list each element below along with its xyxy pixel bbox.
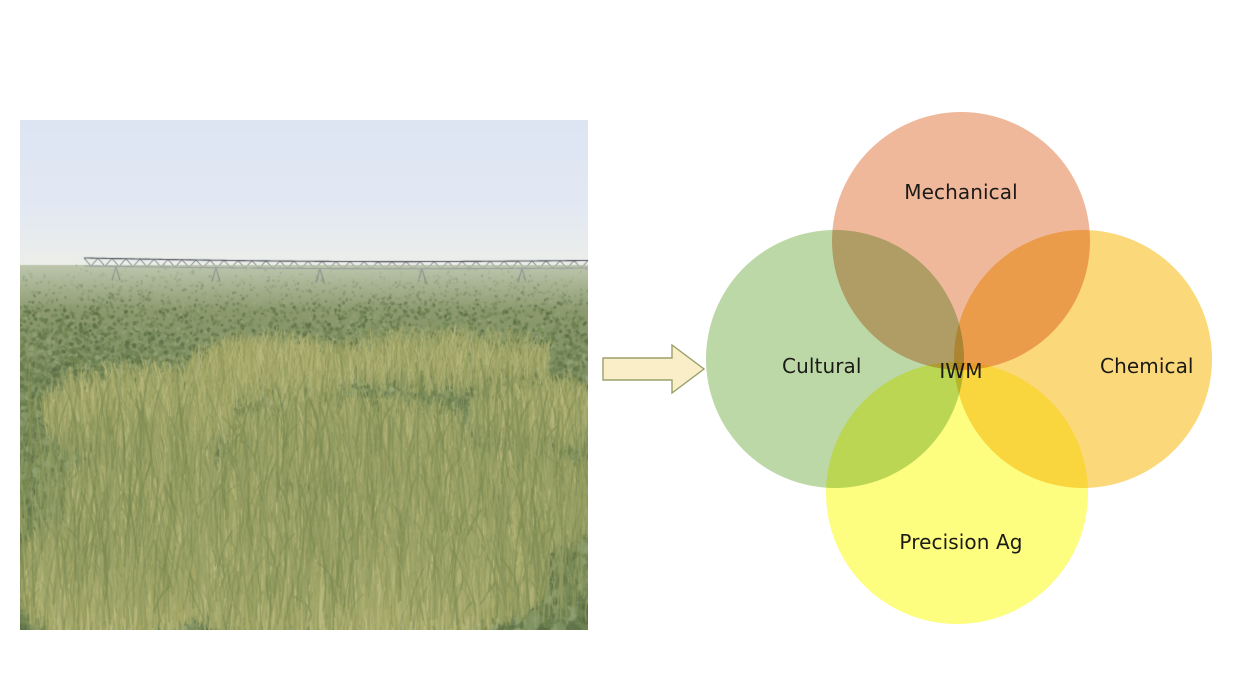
venn-diagram: Mechanical Cultural Chemical Precision A… bbox=[700, 104, 1224, 634]
venn-circle-precision[interactable] bbox=[826, 362, 1088, 624]
field-photo bbox=[20, 120, 588, 630]
arrow-right-icon bbox=[602, 343, 706, 395]
transition-arrow bbox=[602, 343, 706, 395]
venn-circle-layer bbox=[700, 104, 1224, 634]
field-photo-canvas bbox=[20, 120, 588, 630]
